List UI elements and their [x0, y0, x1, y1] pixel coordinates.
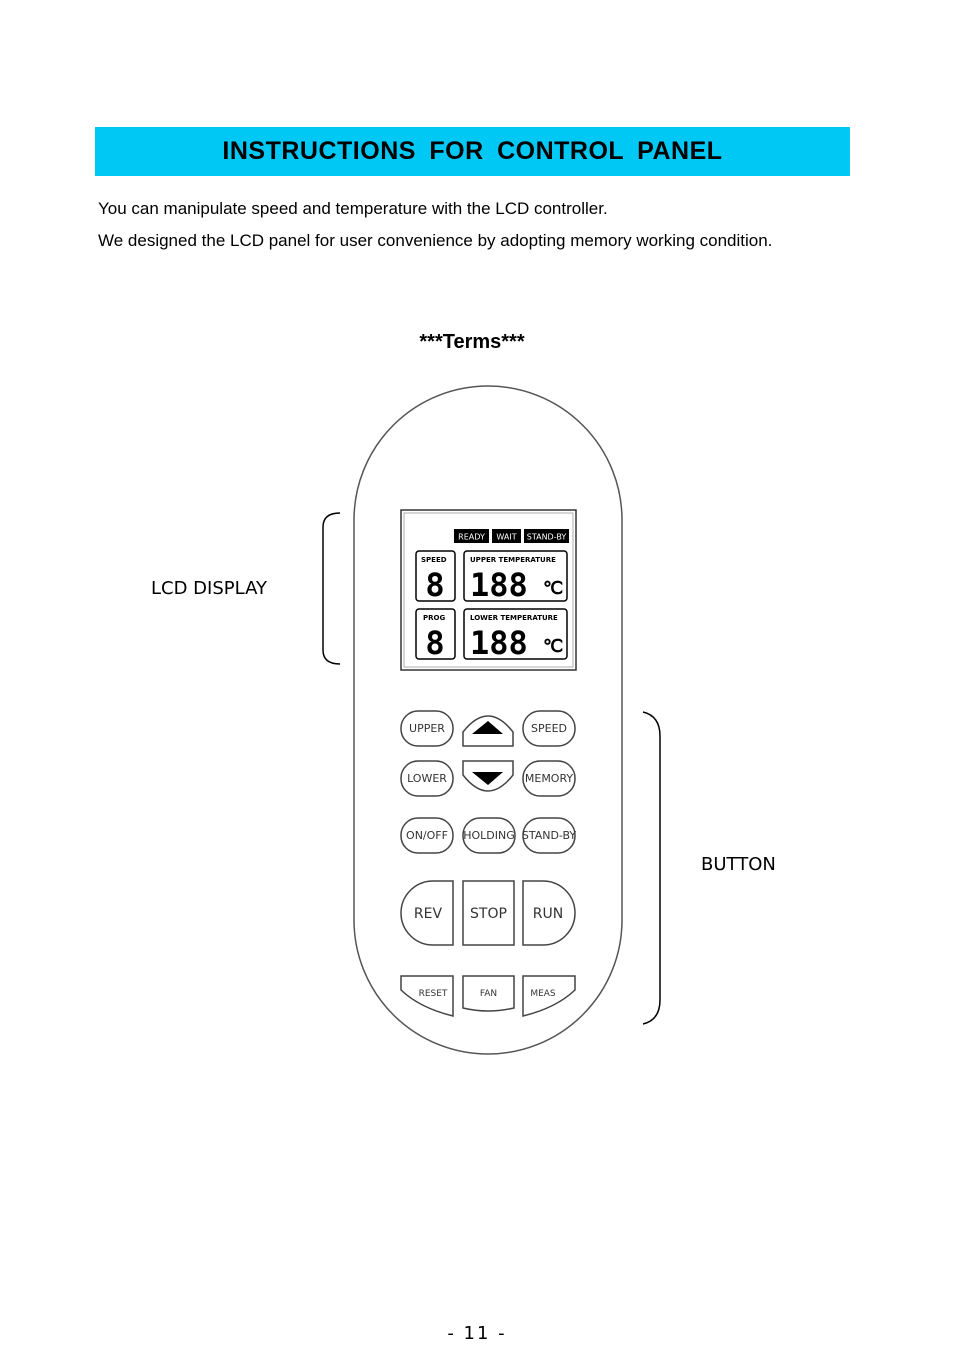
intro-line-2: We designed the LCD panel for user conve…: [98, 231, 773, 250]
status-wait-bg: [492, 529, 521, 543]
svg-text:STAND-BY: STAND-BY: [522, 829, 577, 842]
stop-button[interactable]: STOP: [462, 880, 515, 946]
reset-button[interactable]: RESET: [400, 975, 454, 1017]
on-off-button[interactable]: ON/OFF: [400, 817, 454, 854]
status-ready: READY: [458, 533, 485, 542]
upper-temp-label: UPPER TEMPERATURE: [470, 556, 556, 564]
lower-temp-label: LOWER TEMPERATURE: [470, 614, 558, 622]
svg-text:HOLDING: HOLDING: [463, 829, 515, 842]
upper-temp-digits: 188: [470, 566, 528, 604]
speed-label: SPEED: [421, 556, 447, 564]
prog-box: [415, 608, 456, 660]
prog-label: PROG: [423, 614, 445, 622]
speed-box: [415, 550, 456, 602]
section-title: INSTRUCTIONS FOR CONTROL PANEL: [222, 137, 723, 165]
up-arrow-icon: [472, 721, 503, 734]
lower-temp-unit: ℃: [543, 636, 563, 657]
svg-text:RESET: RESET: [419, 989, 448, 999]
svg-text:FAN: FAN: [480, 989, 497, 999]
fan-button[interactable]: FAN: [462, 975, 515, 1012]
svg-text:LOWER: LOWER: [407, 772, 447, 785]
svg-text:STOP: STOP: [470, 906, 507, 922]
status-standby: STAND-BY: [527, 533, 567, 542]
section-title-bar: INSTRUCTIONS FOR CONTROL PANEL: [95, 127, 850, 176]
status-standby-bg: [524, 529, 569, 543]
svg-text:SPEED: SPEED: [531, 722, 567, 735]
meas-button[interactable]: MEAS: [522, 975, 576, 1017]
prog-digit: 8: [425, 624, 444, 662]
speed-button[interactable]: SPEED: [522, 710, 576, 747]
upper-temp-box: [463, 550, 568, 602]
lcd-display-callout: LCD DISPLAY: [151, 578, 267, 599]
speed-digit: 8: [425, 566, 444, 604]
terms-heading: ***Terms***: [419, 331, 525, 353]
svg-text:RUN: RUN: [533, 906, 563, 922]
svg-text:UPPER: UPPER: [409, 722, 445, 735]
upper-button[interactable]: UPPER: [400, 710, 454, 747]
svg-text:ON/OFF: ON/OFF: [406, 829, 448, 842]
memory-button[interactable]: MEMORY: [522, 760, 576, 797]
intro-line-1: You can manipulate speed and temperature…: [98, 199, 608, 218]
button-brace: [642, 711, 661, 1025]
down-arrow-icon: [472, 772, 503, 785]
svg-text:MEAS: MEAS: [530, 989, 556, 999]
up-arrow-button[interactable]: [462, 715, 514, 747]
lower-temp-box: [463, 608, 568, 660]
run-button[interactable]: RUN: [522, 880, 576, 946]
lcd-inner: [403, 512, 574, 668]
stand-by-button[interactable]: STAND-BY: [522, 817, 577, 854]
button-callout: BUTTON: [701, 854, 776, 875]
page-number: - 11 -: [447, 1323, 507, 1344]
svg-text:REV: REV: [414, 906, 443, 922]
holding-button[interactable]: HOLDING: [462, 817, 516, 854]
lcd-display-brace: [322, 512, 341, 665]
lower-button[interactable]: LOWER: [400, 760, 454, 797]
svg-text:MEMORY: MEMORY: [525, 772, 574, 785]
upper-temp-unit: ℃: [543, 578, 563, 599]
status-ready-bg: [454, 529, 489, 543]
status-wait: WAIT: [496, 533, 516, 542]
rev-button[interactable]: REV: [400, 880, 454, 946]
lower-temp-digits: 188: [470, 624, 528, 662]
down-arrow-button[interactable]: [462, 760, 514, 792]
